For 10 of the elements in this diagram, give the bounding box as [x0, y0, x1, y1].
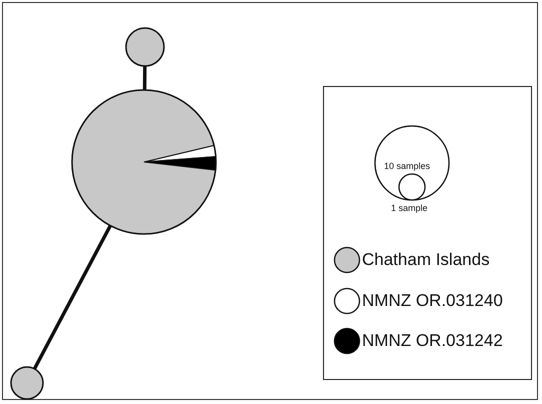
- legend-label: Chatham Islands: [362, 250, 490, 270]
- scale-label: 10 samples: [384, 161, 430, 171]
- haplotype-circle: [125, 27, 165, 67]
- legend-label: NMNZ OR.031242: [362, 331, 503, 351]
- legend-label: NMNZ OR.031240: [362, 290, 503, 310]
- haplotype-circle: [10, 366, 44, 400]
- connector-line: [32, 224, 112, 370]
- scale-label: 1 sample: [391, 203, 428, 213]
- connector-line: [142, 66, 147, 90]
- haplotype-pie-circle: [71, 89, 217, 235]
